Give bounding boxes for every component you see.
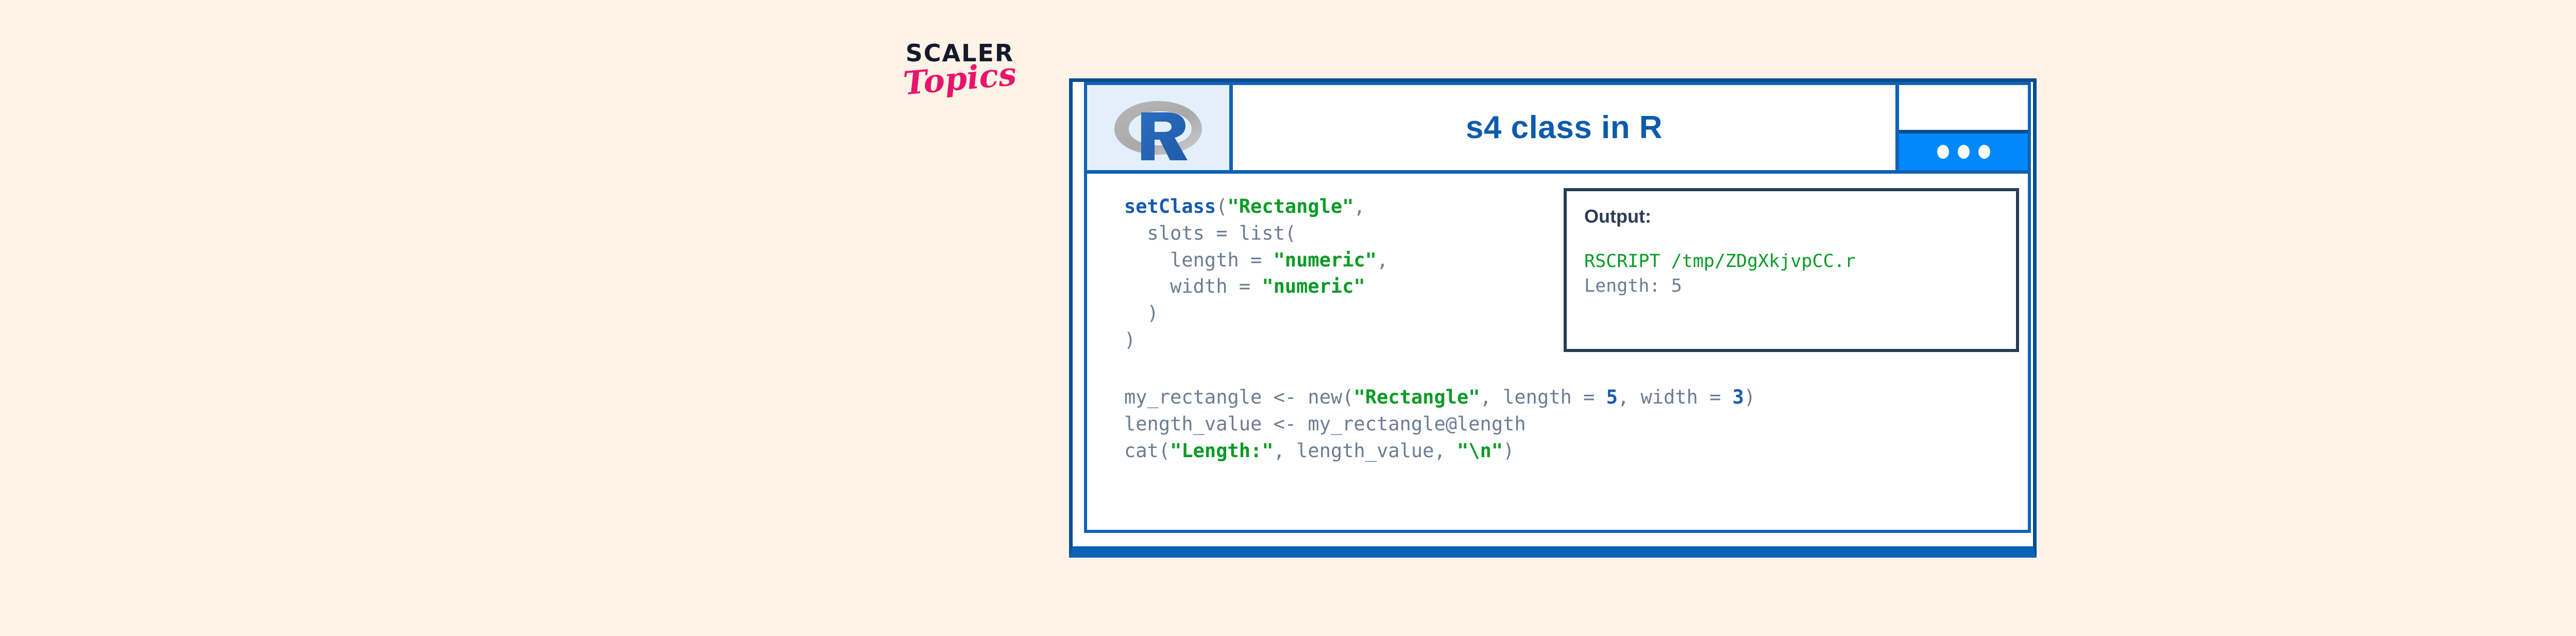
code-token: "numeric" <box>1273 248 1377 271</box>
code-token: cat( <box>1124 439 1171 462</box>
brand-name-scaler: SCALER <box>905 39 1014 67</box>
code-token: ( <box>1216 195 1228 217</box>
scaler-topics-logo: SCALER Topics <box>885 41 1035 134</box>
menu-dot <box>1937 145 1949 159</box>
code-token: "Rectangle" <box>1227 195 1354 217</box>
window-titlebar: s4 class in R <box>1087 85 2028 174</box>
code-token: ) <box>1124 328 1136 351</box>
code-token: "\n" <box>1457 439 1503 462</box>
code-window-frame: s4 class in R setClass("Rectangle", slot… <box>1069 78 2037 558</box>
code-token: slots = list( <box>1124 222 1297 244</box>
window-title-cell: s4 class in R <box>1233 85 1899 170</box>
code-token: my_rectangle <- new( <box>1124 386 1354 408</box>
code-token: 3 <box>1732 386 1744 408</box>
code-token: "Length:" <box>1170 439 1274 462</box>
page-title: s4 class in R <box>1465 110 1663 145</box>
output-label: Output: <box>1584 206 1651 227</box>
r-logo-cell <box>1087 85 1233 170</box>
code-token: , width = <box>1617 386 1733 408</box>
code-block-usage[interactable]: my_rectangle <- new("Rectangle", length … <box>1124 384 1755 464</box>
window-menu-cell <box>1899 85 2028 170</box>
r-language-logo-icon <box>1109 92 1207 164</box>
menu-dot <box>1978 145 1990 159</box>
ellipsis-horizontal-icon[interactable] <box>1899 130 2028 170</box>
code-window: s4 class in R setClass("Rectangle", slot… <box>1084 82 2031 533</box>
menu-dot <box>1957 145 1970 159</box>
code-token: , <box>1353 195 1365 217</box>
code-token: , length = <box>1480 386 1606 408</box>
code-token: setClass <box>1124 195 1216 217</box>
code-token: ) <box>1743 386 1756 408</box>
code-token: "numeric" <box>1262 275 1365 298</box>
code-token: ) <box>1124 302 1159 325</box>
code-token: length_value <- my_rectangle@length <box>1124 412 1526 435</box>
code-token: , <box>1377 248 1388 271</box>
window-body: setClass("Rectangle", slots = list( leng… <box>1087 174 2028 530</box>
code-token: ) <box>1503 439 1515 462</box>
code-token: , length_value, <box>1273 439 1458 462</box>
code-token: 5 <box>1606 386 1618 408</box>
output-line: Length: 5 <box>1584 276 1682 297</box>
code-token: "Rectangle" <box>1353 386 1480 408</box>
code-block-setclass[interactable]: setClass("Rectangle", slots = list( leng… <box>1124 193 2028 354</box>
code-token: length = <box>1124 248 1274 271</box>
code-token: width = <box>1124 275 1262 298</box>
output-line: RSCRIPT /tmp/ZDgXkjvpCC.r <box>1584 251 1856 272</box>
